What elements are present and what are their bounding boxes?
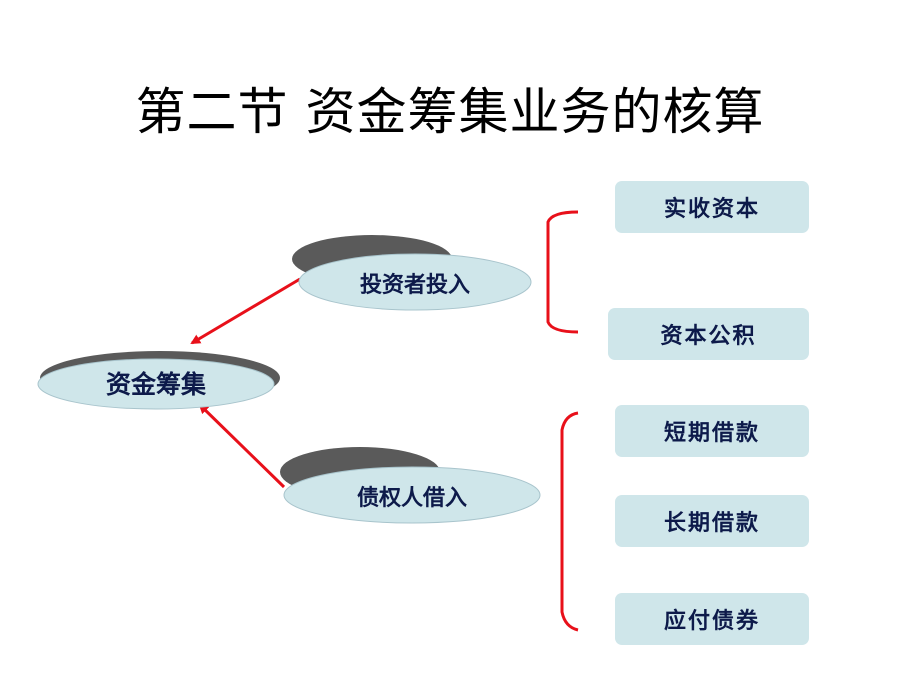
- investor-item-box: 资本公积: [608, 308, 809, 360]
- arrow-investor-to-root: [190, 277, 301, 345]
- investor-item-box: 实收资本: [615, 181, 809, 233]
- root-node: 资金筹集: [37, 351, 280, 410]
- investor-node-label: 投资者投入: [360, 273, 470, 298]
- arrow-creditor-to-root: [198, 403, 286, 489]
- creditor-node-label: 债权人借入: [357, 485, 467, 511]
- creditor-item-box: 短期借款: [615, 405, 809, 457]
- creditor-item-box: 应付债券: [615, 593, 809, 645]
- root-node-label: 资金筹集: [106, 370, 207, 399]
- creditor-node: 债权人借入: [280, 447, 541, 524]
- creditor-bracket: [560, 411, 579, 632]
- creditor-item-box: 长期借款: [615, 495, 809, 547]
- investor-node: 投资者投入: [292, 235, 532, 311]
- page-title: 第二节 资金筹集业务的核算: [135, 83, 765, 141]
- investor-bracket: [546, 210, 579, 334]
